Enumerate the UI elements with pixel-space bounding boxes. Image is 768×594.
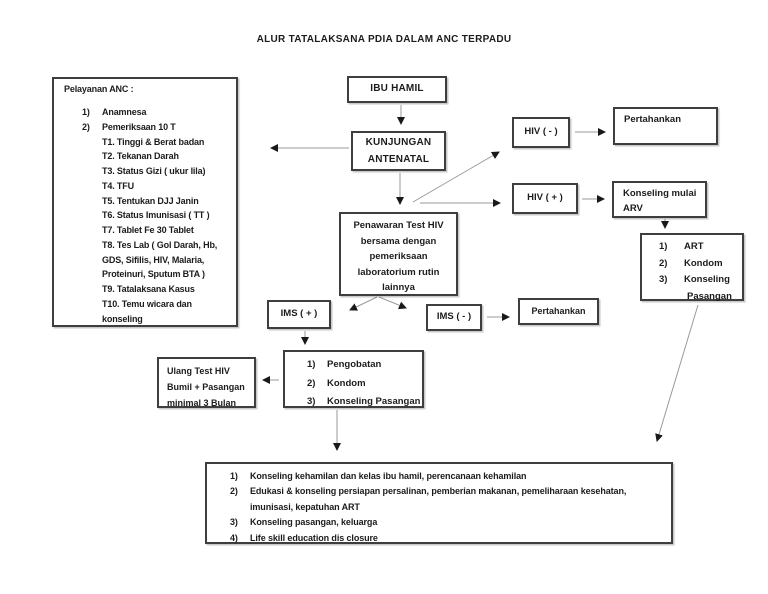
list-item: T7. Tablet Fe 30 Tablet	[102, 225, 194, 235]
pertahankan-top-box: Pertahankan	[613, 107, 718, 145]
pelayanan-header: Pelayanan ANC :	[64, 84, 134, 94]
list-item: T3. Status Gizi ( ukur lila)	[102, 166, 206, 176]
list-item: imunisasi, kepatuhan ART	[250, 501, 360, 512]
list-item: 2)Edukasi & konseling persiapan persalin…	[230, 486, 627, 497]
list-item: GDS, Sifilis, HIV, Malaria,	[102, 254, 205, 265]
list-item: T2. Tekanan Darah	[102, 151, 179, 162]
list-item: 3)Konseling	[659, 274, 730, 285]
konseling-summary-box: 1)Konseling kehamilan dan kelas ibu hami…	[205, 462, 673, 544]
pengobatan-list-box: 1)Pengobatan 2)Kondom 3)Konseling Pasang…	[283, 350, 424, 408]
list-item: T5. Tentukan DJJ Janin	[102, 195, 199, 206]
arrow-penawaran-to-imsneg	[378, 296, 407, 310]
art-list-box: 1)ART 2)Kondom 3)Konseling Pasangan	[640, 233, 744, 302]
list-item: 2)Kondom	[659, 257, 723, 269]
arrow-art-to-bottom	[655, 304, 699, 442]
ulang-test-hiv-box: Ulang Test HIV Bumil + Pasangan minimal …	[157, 357, 256, 408]
list-item: 1)Anamnesa	[82, 107, 147, 117]
list-item: T1. Tinggi & Berat badan	[102, 136, 205, 147]
list-item: T8. Tes Lab ( Gol Darah, Hb,	[102, 239, 218, 250]
hiv-negative-box: HIV ( - )	[512, 117, 570, 148]
list-item: 2)Kondom	[307, 377, 366, 389]
pertahankan-bottom-box: Pertahankan	[518, 298, 599, 325]
list-item: Pasangan	[687, 290, 732, 302]
list-item: 1)Pengobatan	[307, 359, 382, 370]
kunjungan-antenatal-box: KUNJUNGAN ANTENATAL	[351, 131, 446, 171]
pelayanan-anc-box: Pelayanan ANC : 1)Anamnesa 2)Pemeriksaan…	[52, 77, 238, 327]
list-item: 3)Konseling pasangan, keluarga	[230, 517, 378, 528]
list-item: 1)Konseling kehamilan dan kelas ibu hami…	[230, 471, 527, 481]
penawaran-test-hiv-box: Penawaran Test HIV bersama dengan pemeri…	[339, 212, 458, 296]
list-item: Proteinuri, Sputum BTA )	[102, 269, 205, 280]
page-title: ALUR TATALAKSANA PDIA DALAM ANC TERPADU	[256, 34, 512, 45]
ibu-hamil-box: IBU HAMIL	[347, 76, 447, 103]
hiv-positive-box: HIV ( + )	[512, 183, 578, 214]
list-item: T6. Status Imunisasi ( TT )	[102, 210, 210, 221]
arrow-penawaran-to-imspos	[349, 296, 378, 311]
list-item: 2)Pemeriksaan 10 T	[82, 121, 176, 132]
list-item: 1)ART	[659, 241, 704, 252]
ims-positive-box: IMS ( + )	[267, 300, 331, 329]
list-item: 4)Life skill education dis closure	[230, 532, 378, 543]
list-item: T10. Temu wicara dan	[102, 298, 192, 309]
konseling-mulai-arv-box: Konseling mulai ARV	[612, 181, 707, 218]
list-item: T9. Tatalaksana Kasus	[102, 284, 195, 294]
list-item: konseling	[102, 313, 143, 324]
ims-negative-box: IMS ( - )	[426, 304, 482, 331]
list-item: 3)Konseling Pasangan	[307, 396, 421, 407]
list-item: T4. TFU	[102, 180, 134, 191]
